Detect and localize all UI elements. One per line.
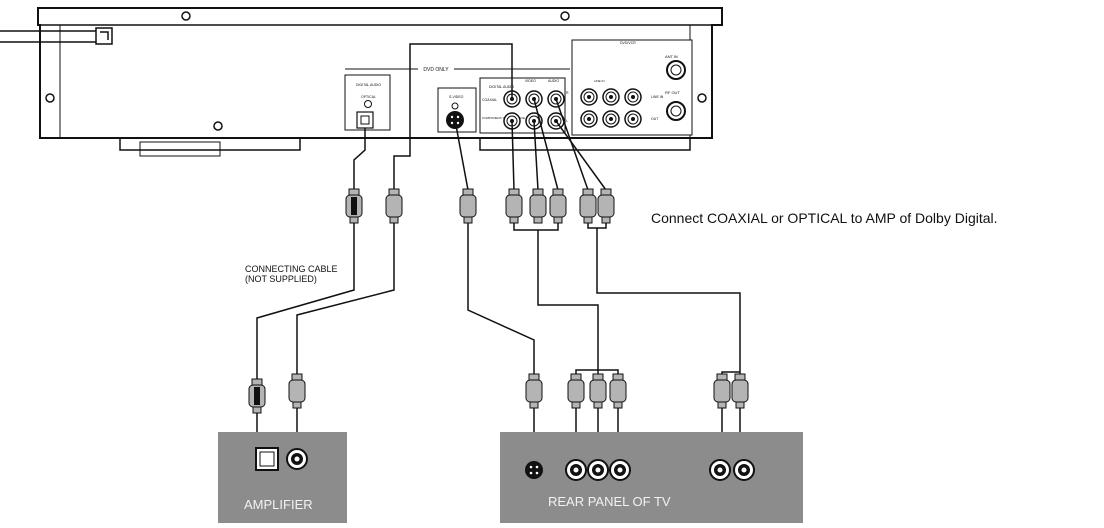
- tv-component-pr-jack: [609, 459, 631, 481]
- tv-box: [500, 432, 803, 523]
- screw-hole: [45, 93, 55, 103]
- ant-in-label: ANT.IN: [665, 54, 678, 59]
- vcr-audio-r-in: [580, 88, 598, 106]
- s-video-plug: [459, 188, 477, 224]
- component-plug: [549, 188, 567, 224]
- dvd-only-label: DVD ONLY: [423, 67, 449, 73]
- screw-hole: [181, 11, 191, 21]
- amp-coaxial-jack: [286, 448, 308, 470]
- plug-set-lower: [248, 373, 749, 414]
- digital-audio-label: DIGITAL AUDIO: [356, 83, 381, 87]
- screw-hole: [697, 93, 707, 103]
- tv-panel: [500, 432, 803, 523]
- tv-component-y-jack: [565, 459, 587, 481]
- amplifier-label: AMPLIFIER: [244, 497, 313, 512]
- component-plug: [529, 188, 547, 224]
- coaxial-label: COAXIAL: [482, 98, 497, 102]
- s-video-cable: [454, 119, 469, 191]
- tv-audio-r-jack: [733, 459, 755, 481]
- screw-hole: [213, 121, 223, 131]
- audio-cable-bundle: [587, 218, 741, 380]
- line-out-label: OUT: [651, 117, 659, 121]
- tv-label: REAR PANEL OF TV: [548, 494, 671, 509]
- audio-r-label: R: [566, 91, 569, 95]
- audio-cable: [555, 98, 589, 191]
- line-in-label-2: LINE IN: [651, 95, 664, 99]
- audio-plug: [731, 373, 749, 409]
- amplifier-box: [218, 432, 347, 523]
- coaxial-cable: [296, 218, 395, 380]
- audio-label: AUDIO: [548, 79, 559, 83]
- cable-note: CONNECTING CABLE (NOT SUPPLIED): [245, 264, 338, 284]
- audio-l-label: L: [566, 119, 568, 123]
- plug-set-upper: [345, 188, 615, 224]
- audio-cable: [555, 120, 607, 191]
- power-cord: [0, 27, 113, 45]
- component-plug: [567, 373, 585, 409]
- line-in-label: LINE IN: [594, 79, 605, 83]
- cable-note-line1: CONNECTING CABLE: [245, 264, 338, 274]
- tv-component-pb-jack: [587, 459, 609, 481]
- vcr-audio-r-out: [580, 110, 598, 128]
- component-label: COMPONENT/ PROGRESSIVE: [482, 116, 525, 120]
- component-cable: [533, 98, 559, 191]
- tv-audio-l-jack: [709, 459, 731, 481]
- optical-cable: [353, 128, 366, 196]
- instruction-text: Connect COAXIAL or OPTICAL to AMP of Dol…: [651, 210, 998, 226]
- component-cable-bundle: [513, 218, 619, 380]
- component-cable: [533, 120, 539, 191]
- dvd-vcr-unit: DVD ONLY DIGITAL AUDIO OPTICAL S-VIDEO D…: [0, 7, 723, 157]
- coaxial-plug: [385, 188, 403, 224]
- s-video-plug: [525, 373, 543, 409]
- optical-cable: [256, 218, 355, 385]
- video-label: VIDEO: [525, 79, 536, 83]
- component-cable: [511, 120, 515, 191]
- amplifier-panel: [218, 432, 347, 523]
- screw-hole: [560, 11, 570, 21]
- digital-audio-label-2: DIGITAL AUDIO: [489, 85, 514, 89]
- audio-plug: [579, 188, 597, 224]
- component-plug: [609, 373, 627, 409]
- dvd-vcr-label: DVD/VCR: [620, 41, 636, 45]
- cable-note-line2: (NOT SUPPLIED): [245, 274, 317, 284]
- rf-out-label: RF OUT: [665, 90, 680, 95]
- coaxial-cable: [393, 43, 513, 196]
- coaxial-plug: [288, 373, 306, 409]
- vcr-audio-l-out: [602, 110, 620, 128]
- component-plug: [589, 373, 607, 409]
- s-video-label: S-VIDEO: [449, 95, 464, 99]
- component-plug: [505, 188, 523, 224]
- vcr-video-in: [624, 88, 642, 106]
- vcr-audio-l-in: [602, 88, 620, 106]
- audio-plug: [597, 188, 615, 224]
- s-video-cable: [467, 218, 535, 380]
- optical-label: OPTICAL: [361, 95, 376, 99]
- audio-plug: [713, 373, 731, 409]
- vcr-video-out: [624, 110, 642, 128]
- tv-s-video-jack: [525, 461, 543, 479]
